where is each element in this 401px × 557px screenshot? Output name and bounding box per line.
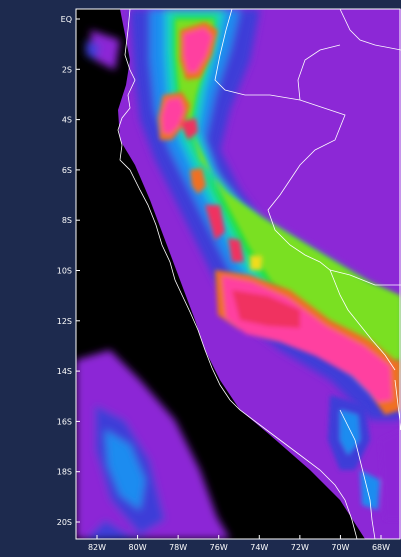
offshore-precip-field [76, 30, 230, 539]
lat-label-0: EQ [61, 15, 72, 24]
lon-label-2: 78W [169, 543, 187, 552]
precip-high-cores [158, 22, 401, 415]
lon-label-4: 74W [250, 543, 268, 552]
coastline-and-borders [117, 9, 401, 539]
lat-label-8: 16S [57, 417, 72, 426]
latitude-axis: EQ 2S 4S 6S 8S 10S 12S 14S 16S 18S 20S [57, 15, 80, 527]
lat-label-1: 2S [62, 65, 72, 74]
lat-label-6: 12S [57, 317, 72, 326]
lat-label-7: 14S [57, 367, 72, 376]
plot-area [76, 9, 401, 539]
lon-label-7: 68W [372, 543, 390, 552]
lon-label-0: 82W [88, 543, 106, 552]
lat-label-3: 6S [62, 166, 72, 175]
longitude-axis: 82W 80W 78W 76W 74W 72W 70W 68W [88, 535, 390, 552]
precip-green-core [176, 20, 401, 362]
lon-label-1: 80W [129, 543, 147, 552]
lat-label-2: 4S [62, 116, 72, 125]
lat-label-10: 20S [57, 518, 72, 527]
lon-label-3: 76W [210, 543, 228, 552]
lat-label-4: 8S [62, 216, 72, 225]
lat-label-5: 10S [57, 267, 72, 276]
southern-highland-field [328, 395, 401, 520]
lon-label-6: 70W [331, 543, 349, 552]
lon-label-5: 72W [291, 543, 309, 552]
plot-frame [75, 8, 401, 540]
lat-label-9: 18S [57, 468, 72, 477]
